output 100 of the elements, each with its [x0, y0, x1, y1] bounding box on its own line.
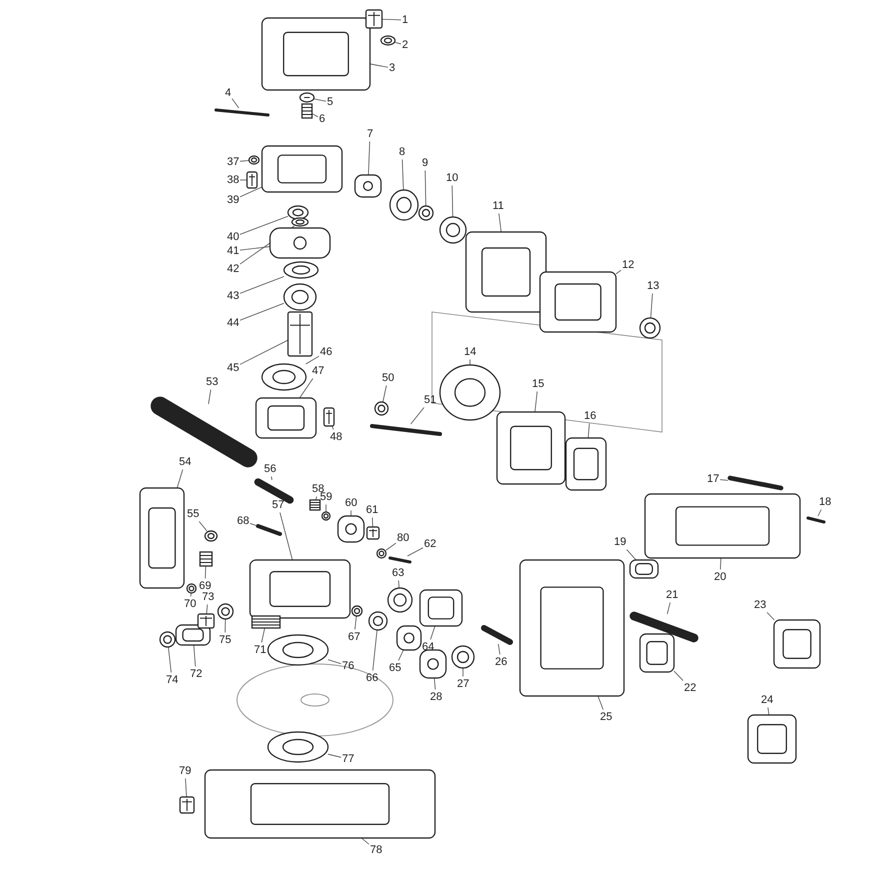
leader-line: [198, 521, 208, 532]
leader-line: [402, 159, 404, 190]
callout-number: 14: [464, 346, 476, 358]
callout-number: 18: [819, 496, 832, 508]
leader-line: [240, 276, 284, 294]
guide-drawing: [139, 487, 185, 589]
bolt-drawing: [214, 108, 270, 116]
retaining-ring-drawing: [283, 261, 319, 279]
leader-line: [354, 616, 357, 630]
screw-drawing: [370, 424, 442, 436]
callout-number: 27: [457, 678, 470, 690]
leader-line: [534, 391, 538, 412]
callout-number: 55: [187, 508, 200, 520]
callout-number: 54: [179, 456, 192, 468]
o-ring-drawing: [248, 155, 260, 165]
leader-line: [434, 678, 436, 690]
leader-line: [316, 496, 317, 500]
callout-number: 50: [382, 372, 394, 384]
knob-drawing: [396, 625, 422, 651]
spring-drawing: [199, 551, 213, 567]
washer-drawing: [368, 611, 388, 631]
callout-number: 72: [190, 668, 202, 680]
callout-number: 43: [227, 290, 240, 302]
bearing-box-drawing: [465, 231, 547, 313]
spring-drawing: [251, 615, 281, 629]
callout-number: 57: [272, 498, 284, 512]
washer-drawing: [418, 205, 434, 221]
leader-line: [382, 18, 402, 20]
callout-number: 47: [312, 364, 324, 378]
controller-drawing: [773, 619, 821, 669]
leader-line: [240, 186, 262, 198]
callout-number: 25: [600, 710, 612, 724]
callout-number: 41: [227, 244, 240, 258]
leader-line: [250, 523, 256, 526]
base-frame-drawing: [249, 559, 351, 619]
housing-drawing: [255, 397, 317, 439]
bevel-gear-drawing: [269, 227, 331, 259]
leader-line: [394, 42, 402, 44]
callout-number: 2: [402, 38, 408, 52]
callout-number: 67: [348, 630, 360, 644]
callout-number: 9: [422, 156, 428, 170]
callout-number: 59: [320, 490, 332, 504]
leader-line: [305, 356, 320, 364]
leader-line: [350, 510, 352, 516]
bearing-drawing: [283, 283, 317, 311]
callout-number: 53: [206, 376, 218, 388]
callout-number: 60: [345, 496, 358, 510]
rod-drawing: [150, 396, 258, 468]
callout-number: 61: [366, 504, 378, 516]
ring-drawing: [291, 217, 309, 227]
o-ring-drawing: [261, 363, 307, 391]
leader-line: [240, 216, 288, 235]
leader-line: [328, 754, 342, 758]
leader-line: [616, 270, 622, 274]
callout-number: 8: [399, 146, 406, 158]
callout-number: 63: [392, 566, 404, 580]
leader-line: [370, 64, 388, 68]
leader-line: [462, 668, 464, 677]
sleeve-drawing: [197, 613, 215, 629]
leader-line: [398, 650, 404, 661]
flange-drawing: [267, 731, 329, 763]
callout-number: 38: [227, 174, 240, 186]
nut-drawing: [639, 317, 661, 339]
ball-drawing: [186, 583, 197, 594]
leader-line: [328, 659, 342, 664]
washer-drawing: [217, 603, 234, 620]
housing-drawing: [644, 493, 801, 559]
leader-line: [382, 385, 387, 402]
leader-line: [398, 580, 400, 588]
callout-number: 65: [389, 662, 402, 674]
retaining-ring-drawing: [159, 631, 176, 648]
flange-drawing: [267, 634, 329, 666]
leader-line: [261, 628, 266, 643]
callout-number: 70: [184, 598, 196, 610]
lever-drawing: [630, 612, 698, 642]
callout-number: 5: [327, 96, 334, 108]
callout-number: 28: [430, 690, 442, 704]
callout-number: 4: [225, 86, 232, 100]
handle-drawing: [261, 17, 371, 91]
stator-drawing: [496, 411, 566, 485]
leader-line: [368, 141, 370, 176]
callout-number: 1: [402, 14, 408, 26]
callout-number: 46: [320, 346, 332, 358]
callout-number: 48: [330, 430, 342, 444]
callout-number: 10: [446, 172, 458, 184]
leader-line: [185, 778, 187, 798]
callout-number: 40: [227, 230, 240, 244]
callout-number: 24: [761, 694, 774, 706]
leader-line: [674, 670, 684, 681]
plate-drawing: [299, 92, 315, 103]
callout-number: 76: [342, 660, 354, 672]
housing-drawing: [519, 559, 625, 697]
callout-number: 80: [397, 532, 410, 544]
terminal-drawing: [747, 714, 797, 764]
nut-drawing: [204, 530, 218, 542]
leader-line: [176, 469, 184, 488]
cap-drawing: [639, 633, 675, 673]
leader-line: [372, 630, 378, 671]
callout-number: 75: [219, 634, 232, 646]
leader-line: [818, 509, 822, 516]
